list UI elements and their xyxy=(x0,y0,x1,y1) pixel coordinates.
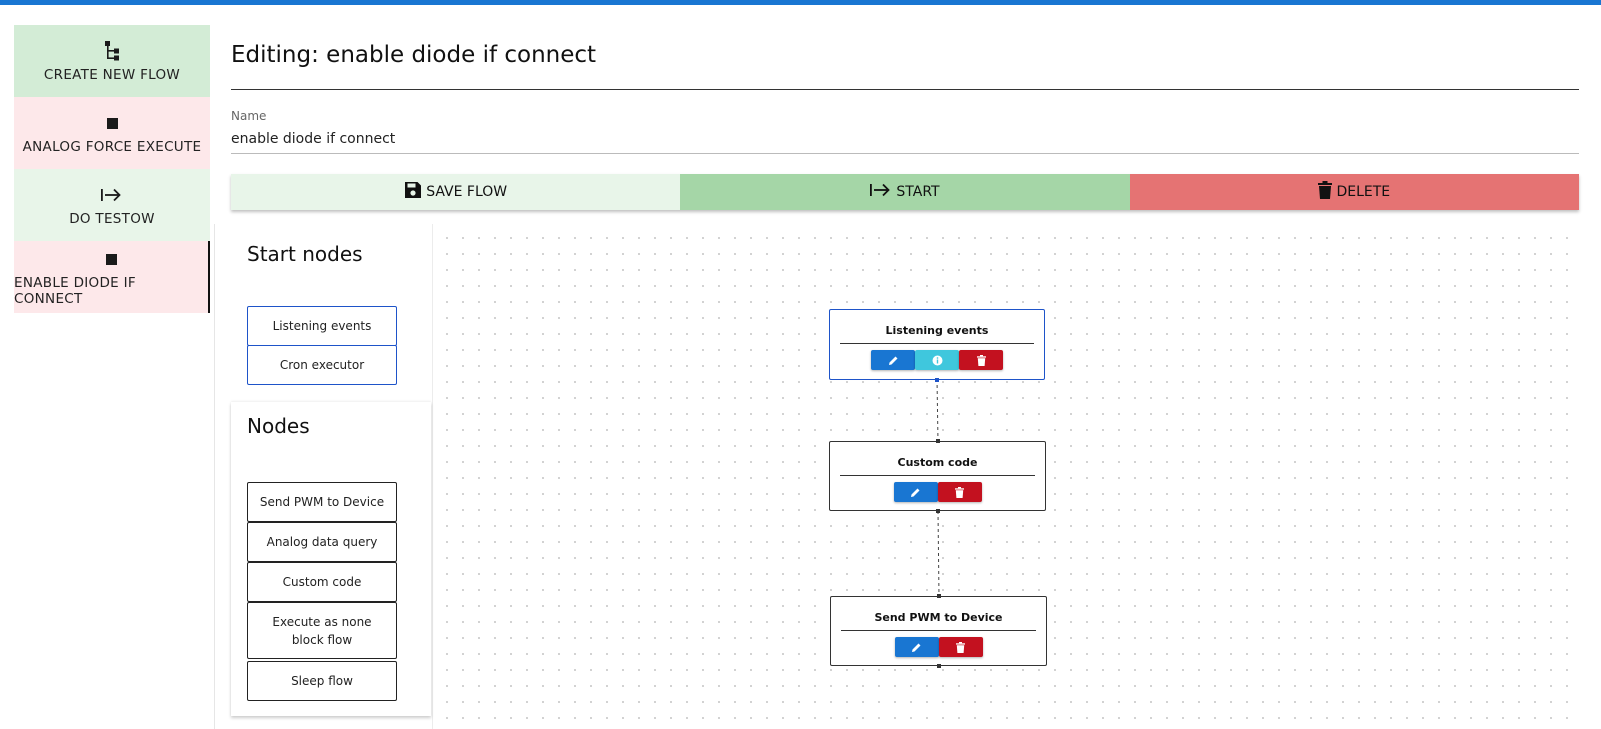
stop-square-icon xyxy=(106,111,118,135)
stop-square-icon xyxy=(105,247,117,271)
flow-node-send-pwm[interactable]: Send PWM to Device xyxy=(830,594,1047,668)
node-actions xyxy=(830,482,1045,502)
node-info-button[interactable] xyxy=(915,350,959,370)
nodes-title: Nodes xyxy=(247,414,310,438)
sidebar-item-label: ANALOG FORCE EXECUTE xyxy=(22,139,202,155)
palette-start-node-listening-events[interactable]: Listening events xyxy=(247,306,397,346)
sidebar-item-analog-force-execute[interactable]: ANALOG FORCE EXECUTE xyxy=(14,97,210,169)
flow-list-sidebar: CREATE NEW FLOW ANALOG FORCE EXECUTE DO … xyxy=(14,25,210,313)
node-title: Send PWM to Device xyxy=(874,611,1003,624)
save-flow-button[interactable]: SAVE FLOW xyxy=(231,174,681,210)
node-divider xyxy=(840,475,1035,476)
name-field-label: Name xyxy=(231,109,267,123)
node-actions xyxy=(831,637,1046,657)
node-actions xyxy=(830,350,1044,370)
floppy-disk-icon xyxy=(404,181,422,203)
node-output-port[interactable] xyxy=(937,664,941,668)
top-accent-bar xyxy=(0,0,1601,5)
trash-icon xyxy=(1318,181,1333,203)
delete-flow-button[interactable]: DELETE xyxy=(1129,174,1579,210)
flow-tree-icon xyxy=(103,39,121,63)
save-flow-label: SAVE FLOW xyxy=(426,184,508,200)
flow-toolbar: SAVE FLOW START DELETE xyxy=(231,174,1579,210)
trash-icon xyxy=(955,486,964,498)
palette-divider xyxy=(432,224,433,729)
pencil-icon xyxy=(911,488,920,497)
page-title: Editing: enable diode if connect xyxy=(231,42,597,68)
sidebar-item-create-new-flow[interactable]: CREATE NEW FLOW xyxy=(14,25,210,97)
delete-label: DELETE xyxy=(1336,184,1391,200)
palette-start-node-cron-executor[interactable]: Cron executor xyxy=(247,345,397,385)
node-edit-button[interactable] xyxy=(894,637,939,657)
palette-node-analog-data-query[interactable]: Analog data query xyxy=(247,522,397,562)
node-input-port[interactable] xyxy=(936,439,940,443)
node-edit-button[interactable] xyxy=(893,482,938,502)
arrow-right-to-bar-icon xyxy=(870,183,892,201)
sidebar-item-label: ENABLE DIODE IF CONNECT xyxy=(14,275,136,307)
pencil-icon xyxy=(912,643,921,652)
flow-canvas[interactable]: Listening events Custom code xyxy=(433,224,1578,729)
flow-node-listening-events[interactable]: Listening events xyxy=(829,309,1045,382)
node-divider xyxy=(841,630,1036,631)
node-edit-button[interactable] xyxy=(871,350,915,370)
node-divider xyxy=(840,343,1034,344)
palette-node-execute-none-block[interactable]: Execute as none block flow xyxy=(247,602,397,659)
node-delete-button[interactable] xyxy=(938,637,983,657)
sidebar-item-label: CREATE NEW FLOW xyxy=(43,67,181,83)
node-input-port[interactable] xyxy=(937,594,941,598)
sidebar-item-label: DO TESTOW xyxy=(69,211,155,227)
connector-lines xyxy=(936,378,940,598)
sidebar-item-enable-diode-if-connect[interactable]: ENABLE DIODE IF CONNECT xyxy=(14,241,210,313)
trash-icon xyxy=(956,641,965,653)
start-nodes-title: Start nodes xyxy=(247,242,363,266)
start-label: START xyxy=(896,184,940,200)
flow-node-custom-code[interactable]: Custom code xyxy=(829,439,1046,513)
node-output-port[interactable] xyxy=(936,509,940,513)
palette-node-send-pwm[interactable]: Send PWM to Device xyxy=(247,482,397,522)
flow-name-input[interactable] xyxy=(231,124,1579,154)
content-divider xyxy=(214,224,215,729)
node-title: Listening events xyxy=(885,324,989,337)
palette-node-sleep-flow[interactable]: Sleep flow xyxy=(247,661,397,701)
info-icon xyxy=(932,355,942,365)
title-divider xyxy=(231,89,1579,90)
start-nodes-panel: Start nodes Listening events Cron execut… xyxy=(231,224,431,402)
pencil-icon xyxy=(888,356,897,365)
node-title: Custom code xyxy=(897,456,978,469)
node-delete-button[interactable] xyxy=(959,350,1003,370)
nodes-panel: Nodes Send PWM to Device Analog data que… xyxy=(231,402,431,716)
arrow-right-to-bar-icon xyxy=(101,183,123,207)
trash-icon xyxy=(976,354,986,366)
sidebar-item-do-testow[interactable]: DO TESTOW xyxy=(14,169,210,241)
node-output-port[interactable] xyxy=(935,378,939,382)
node-delete-button[interactable] xyxy=(937,482,982,502)
start-button[interactable]: START xyxy=(680,174,1130,210)
palette-node-custom-code[interactable]: Custom code xyxy=(247,562,397,602)
